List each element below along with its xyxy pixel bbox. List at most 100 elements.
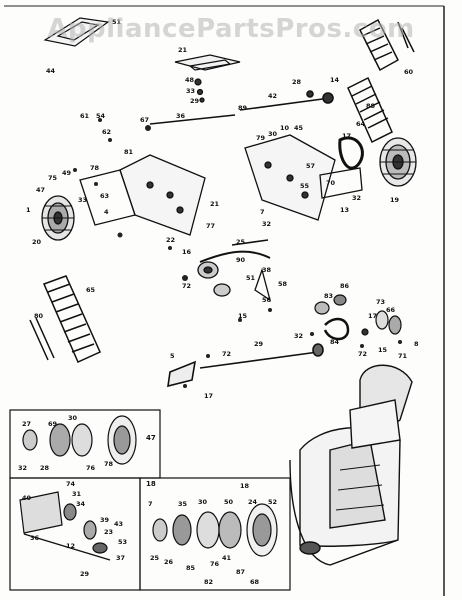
inset-wheel-assembly-1 [22, 415, 137, 465]
callout-29-inset: 29 [80, 570, 90, 578]
callout-38: 38 [262, 266, 272, 274]
callout-27: 27 [22, 420, 31, 428]
callout-69: 69 [48, 420, 58, 428]
callout-55: 55 [300, 182, 310, 190]
callout-16: 16 [182, 248, 192, 256]
track-chain-left [29, 275, 101, 363]
track-chain-top-right [347, 18, 415, 144]
callout-47-l: 47 [36, 186, 45, 194]
right-gear-cluster [314, 294, 402, 341]
callout-77: 77 [206, 222, 215, 230]
callout-76: 76 [86, 464, 96, 472]
callout-23: 23 [104, 528, 113, 536]
callout-57: 57 [306, 162, 315, 170]
callout-58: 58 [278, 280, 288, 288]
callout-70: 70 [326, 179, 336, 187]
lower-shaft-29 [167, 343, 324, 388]
callout-72-c: 72 [182, 282, 191, 290]
callout-67: 67 [140, 116, 149, 124]
callout-7-r: 7 [260, 208, 265, 216]
top-cover-part [43, 17, 110, 47]
callout-48: 48 [185, 76, 195, 84]
callout-13: 13 [340, 206, 349, 214]
inset-gear-assembly-2 [19, 491, 111, 561]
callout-36-inset: 36 [30, 534, 40, 542]
callout-66: 66 [386, 306, 396, 314]
callout-41: 41 [222, 554, 232, 562]
callout-15-r: 15 [378, 346, 388, 354]
callout-34: 34 [76, 500, 86, 508]
callout-25-inset: 25 [150, 554, 160, 562]
callout-30-inset: 30 [68, 414, 78, 422]
callout-78-inset: 78 [104, 460, 114, 468]
callout-71: 71 [398, 352, 408, 360]
callout-29-lo: 29 [254, 340, 264, 348]
upper-axle-part [149, 90, 334, 125]
callout-82: 82 [204, 578, 213, 586]
callout-32-c: 32 [262, 220, 271, 228]
callout-21-l: 21 [210, 200, 220, 208]
callout-32-m: 32 [294, 332, 303, 340]
callout-83: 83 [324, 292, 333, 300]
callout-63: 63 [100, 192, 109, 200]
callout-61: 61 [80, 112, 90, 120]
callout-32-inset: 32 [18, 464, 27, 472]
callout-45: 45 [294, 124, 304, 132]
callout-12: 12 [66, 542, 75, 550]
callout-42: 42 [268, 92, 277, 100]
callout-64: 64 [356, 120, 366, 128]
callout-17-lo: 17 [204, 392, 213, 400]
callout-87: 87 [236, 568, 245, 576]
callout-18-b: 18 [240, 482, 250, 490]
callout-15-c: 15 [238, 312, 248, 320]
top-bracket-part [174, 54, 241, 103]
callout-51-c: 51 [246, 274, 256, 282]
callout-20-l: 20 [32, 238, 42, 246]
callout-81: 81 [124, 148, 134, 156]
callout-50: 50 [224, 498, 234, 506]
callout-17-right: 17 [342, 132, 351, 140]
callout-33-l: 33 [78, 196, 87, 204]
callout-30-inset3: 30 [198, 498, 208, 506]
callout-28: 28 [292, 78, 302, 86]
callout-62: 62 [102, 128, 111, 136]
callout-30-r: 30 [268, 130, 278, 138]
callout-85: 85 [186, 564, 196, 572]
callout-10: 10 [280, 124, 290, 132]
callout-36-top: 36 [176, 112, 186, 120]
callout-76-inset: 76 [210, 560, 220, 568]
callout-33-top: 33 [186, 87, 195, 95]
callout-60: 60 [404, 68, 414, 76]
callout-35: 35 [178, 500, 188, 508]
callout-54: 54 [96, 112, 106, 120]
callout-26: 26 [164, 558, 174, 566]
right-drive-wheel [379, 137, 417, 187]
callout-74: 74 [66, 480, 76, 488]
callout-28-inset: 28 [40, 464, 50, 472]
callout-25: 25 [236, 238, 246, 246]
callout-52: 52 [268, 498, 277, 506]
callout-44: 44 [46, 67, 56, 75]
callout-79: 79 [256, 134, 266, 142]
callout-68: 68 [250, 578, 260, 586]
drive-belt-64 [338, 136, 364, 170]
callout-37: 37 [116, 554, 125, 562]
callout-90: 90 [236, 256, 246, 264]
callout-labels: 51 44 21 48 33 29 36 61 54 62 81 67 42 2… [18, 18, 419, 586]
callout-72-lo: 72 [222, 350, 231, 358]
callout-80: 80 [34, 312, 44, 320]
discharge-chute [349, 364, 413, 449]
callout-32-r: 32 [352, 194, 361, 202]
auger-housing [289, 427, 401, 566]
callout-47-inset: 47 [146, 434, 156, 442]
center-pulley-assembly [197, 239, 272, 302]
hardware-fasteners [73, 118, 402, 388]
callout-75: 75 [48, 174, 58, 182]
callout-2-area: 22 [166, 236, 175, 244]
callout-8: 8 [414, 340, 419, 348]
callout-14: 14 [330, 76, 340, 84]
right-frame-plate [244, 134, 363, 221]
callout-51: 51 [112, 18, 122, 26]
callout-65: 65 [86, 286, 96, 294]
